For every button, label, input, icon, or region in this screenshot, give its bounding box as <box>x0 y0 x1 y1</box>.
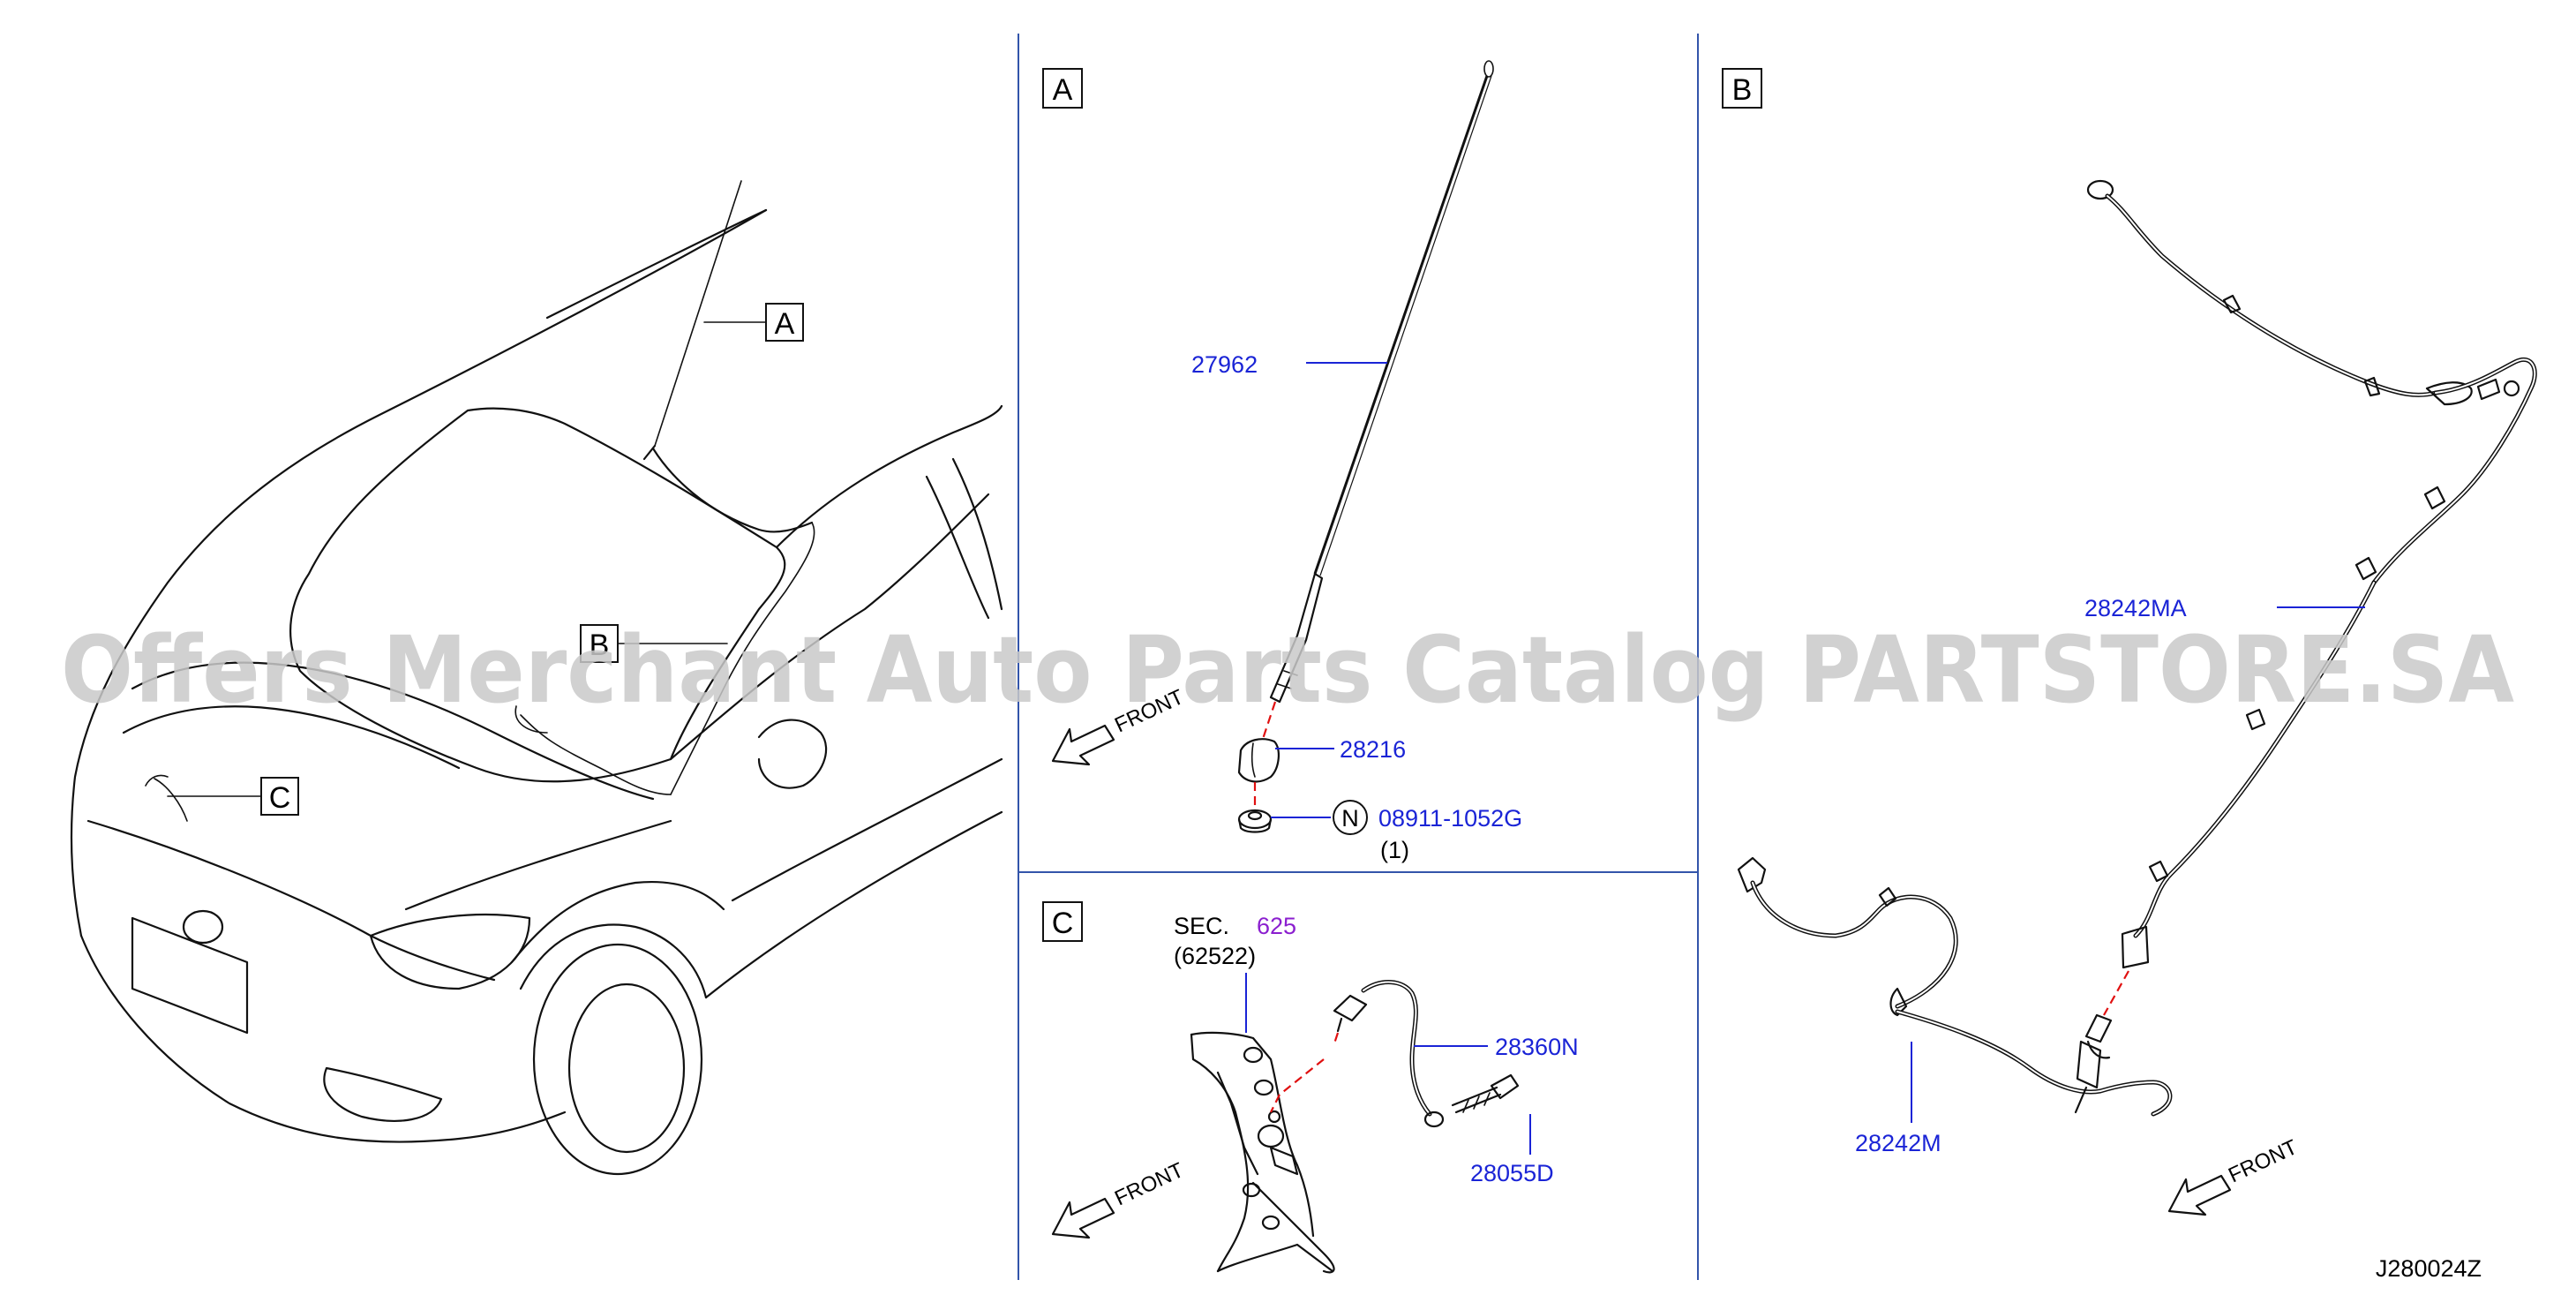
part-28242ma[interactable]: 28242MA <box>2084 595 2187 621</box>
bolt <box>1451 1073 1520 1114</box>
panel-c: C SEC. 625 (62522) <box>1042 901 1579 1274</box>
panel-a-letter: A <box>1053 73 1073 107</box>
part-28242m[interactable]: 28242M <box>1855 1130 1941 1156</box>
core-support-bracket <box>1190 1031 1335 1274</box>
callout-b-overview: B <box>580 624 728 663</box>
panel-c-letter: C <box>1052 907 1074 940</box>
part-28216[interactable]: 28216 <box>1340 736 1406 763</box>
front-arrow-c: FRONT <box>1051 1158 1188 1239</box>
antenna-nut <box>1237 809 1273 833</box>
part-28055d[interactable]: 28055D <box>1470 1160 1554 1186</box>
feeder-cable-sub <box>1737 856 2173 1117</box>
part-28360n[interactable]: 28360N <box>1495 1034 1579 1060</box>
front-label-b: FRONT <box>2225 1135 2302 1188</box>
callout-a-overview: A <box>703 303 804 342</box>
callout-c-label: C <box>269 781 291 815</box>
part-27962[interactable]: 27962 <box>1191 351 1258 378</box>
car-overview <box>70 208 1003 1176</box>
sec-label: SEC. <box>1174 913 1229 939</box>
ground-strap <box>1333 980 1445 1128</box>
nut-symbol: N <box>1341 805 1359 832</box>
sec-sub: (62522) <box>1174 943 1256 969</box>
overview-antenna <box>642 180 814 533</box>
front-label-c: FRONT <box>1111 1158 1188 1211</box>
callout-c-overview: C <box>167 777 299 816</box>
front-arrow-b: FRONT <box>2167 1135 2302 1216</box>
overview-harness <box>145 522 815 822</box>
diagram-code: J280024Z <box>2376 1255 2482 1282</box>
panel-a: A 27962 28216 N 08911-1 <box>1042 60 1522 863</box>
sec-number[interactable]: 625 <box>1257 913 1296 939</box>
part-08911-1052g[interactable]: 08911-1052G <box>1378 805 1522 832</box>
feeder-cable-main <box>2086 179 2537 969</box>
antenna-rod <box>1269 60 1494 704</box>
callout-b-label: B <box>590 629 610 662</box>
nut-quantity: (1) <box>1380 837 1409 863</box>
panel-b-letter: B <box>1732 73 1753 107</box>
watermark: Offers Merchant Auto Parts Catalog PARTS… <box>61 616 2514 724</box>
callout-a-label: A <box>775 307 795 341</box>
antenna-base <box>1237 738 1280 783</box>
